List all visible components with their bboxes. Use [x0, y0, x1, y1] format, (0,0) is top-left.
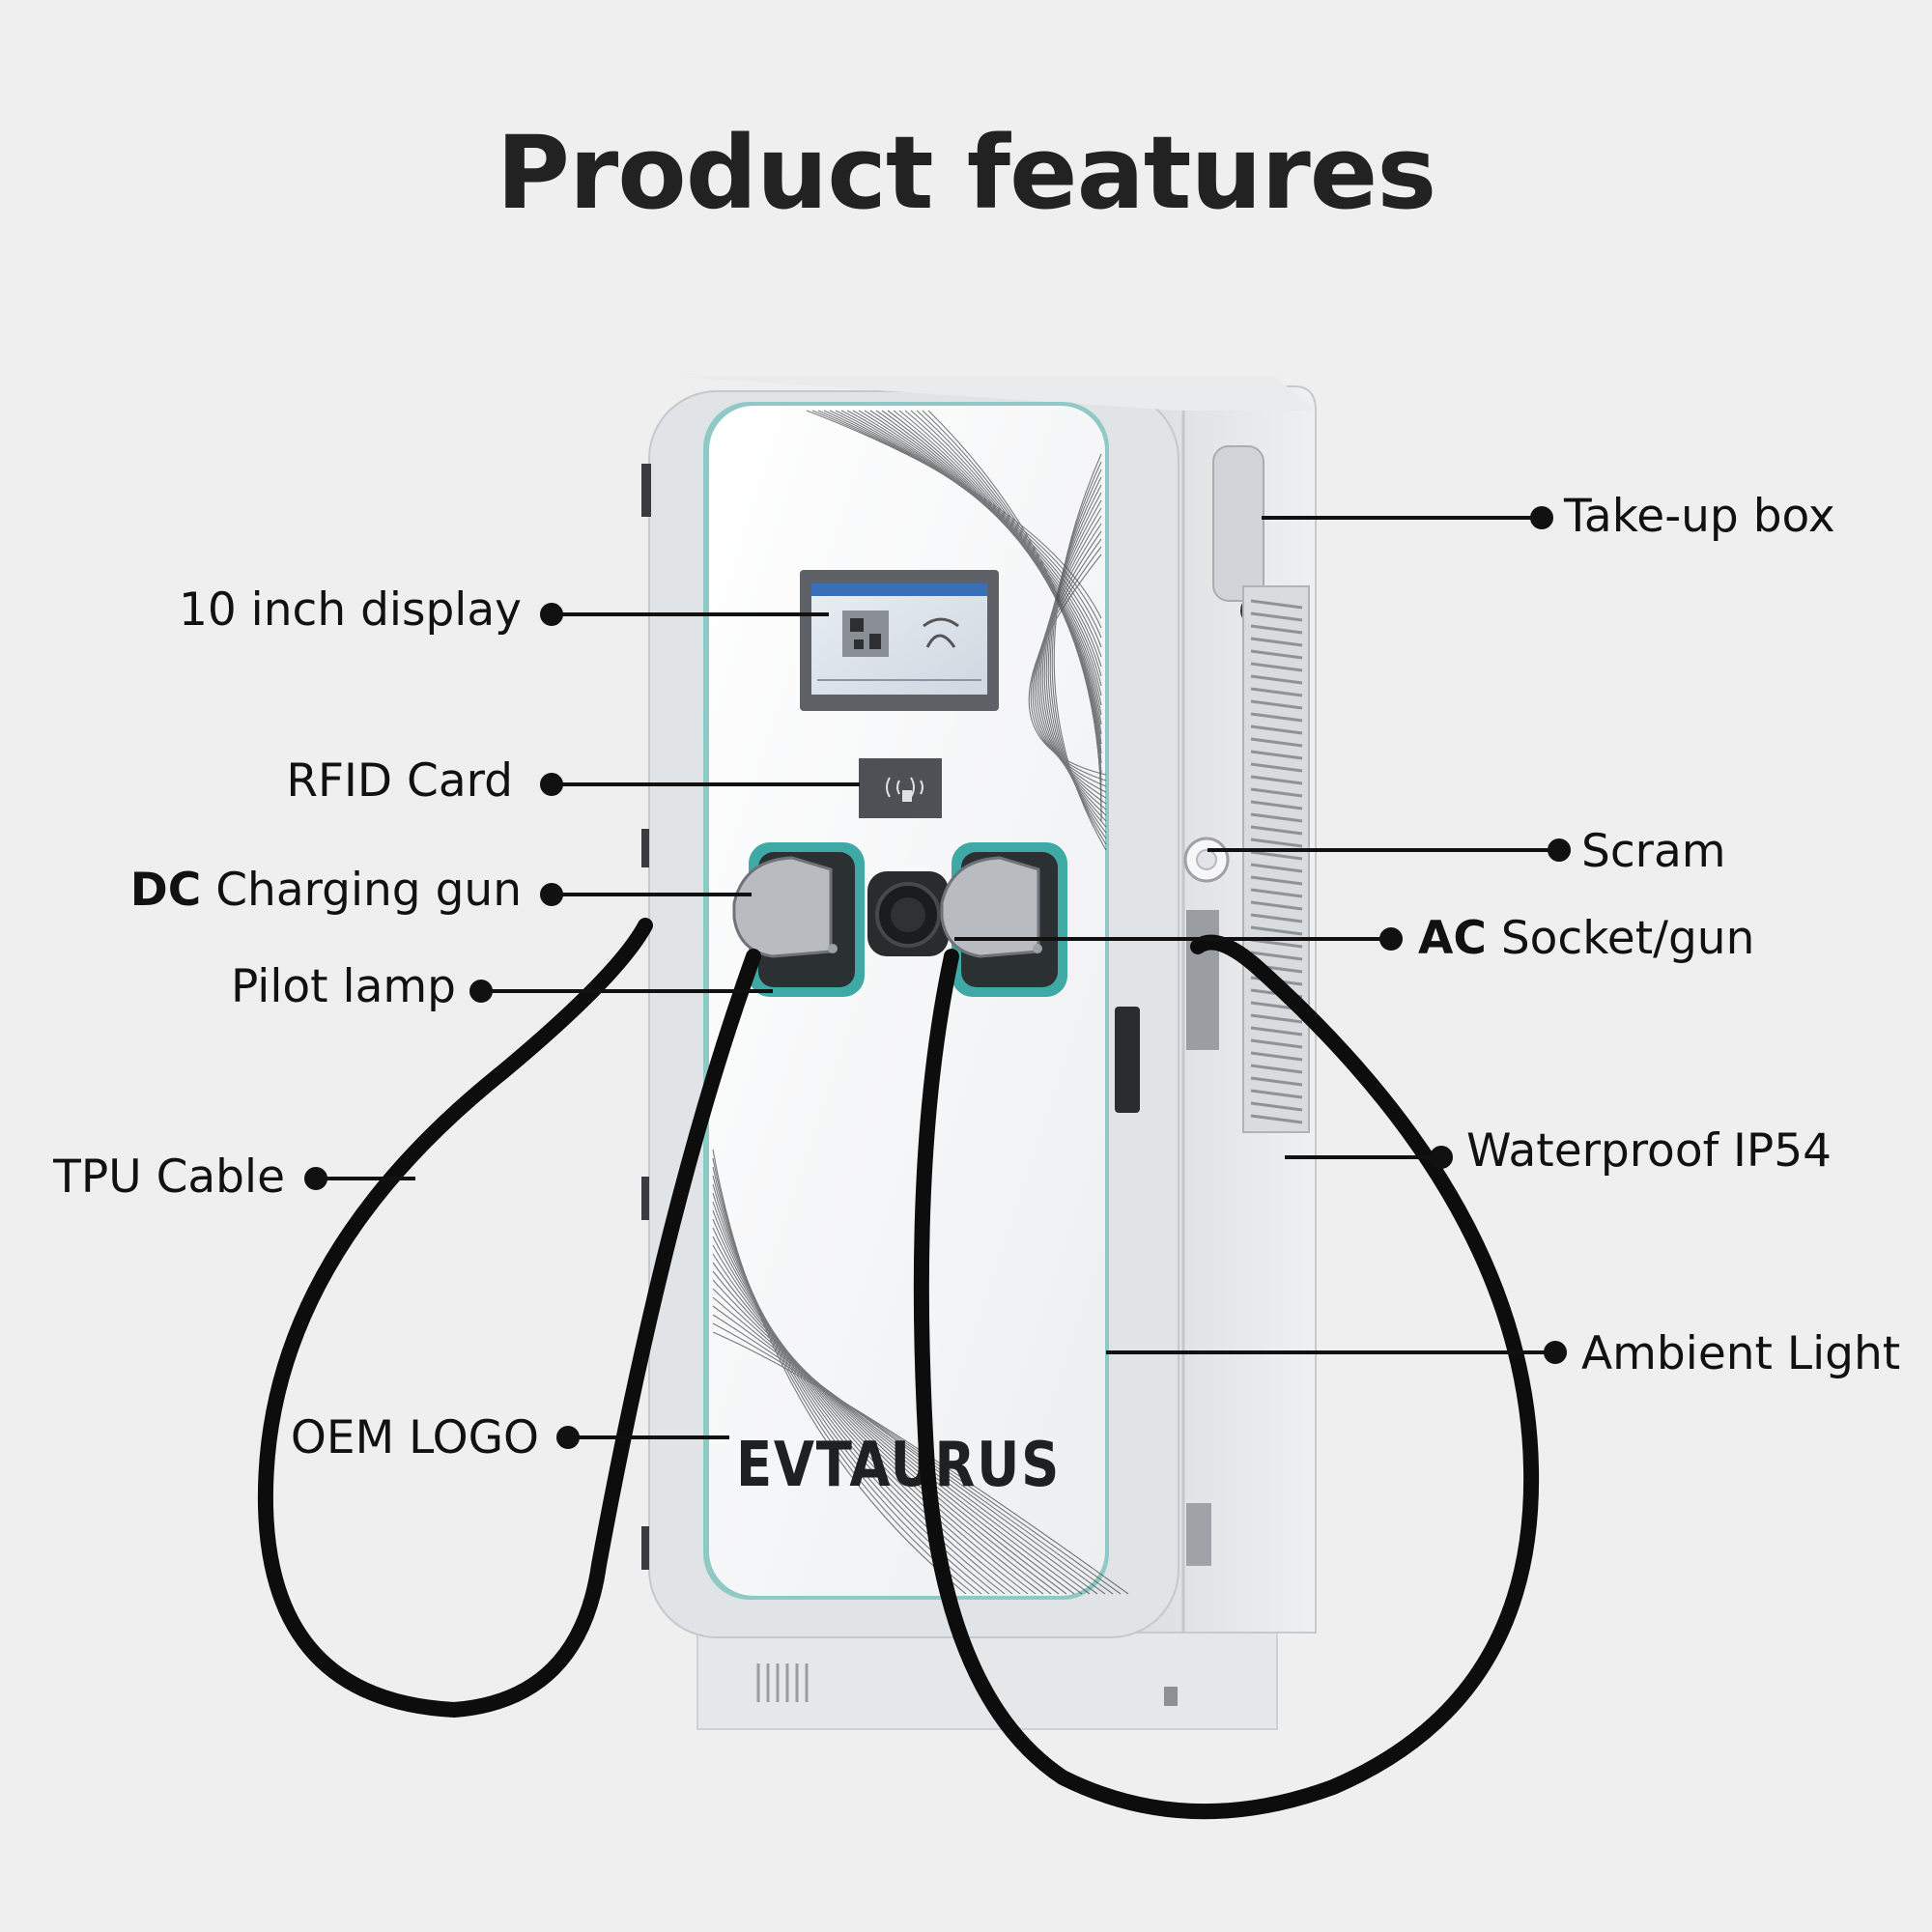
oem-logo-text: EVTAURUS: [736, 1430, 1061, 1501]
display-screen: [800, 570, 999, 711]
leader-lines: [304, 506, 1571, 1449]
callout-label: Waterproof IP54: [1466, 1124, 1833, 1178]
cables: [257, 918, 1540, 1820]
dc-gun-holster-right: [940, 842, 1067, 997]
callout-label: OEM LOGO: [290, 1411, 539, 1464]
callout-10-inch-display: 10 inch display: [179, 587, 522, 633]
callout-label: Socket/gun: [1486, 912, 1755, 965]
callout-dc-charging-gun: DC Charging gun: [130, 867, 522, 913]
callout-rfid-card: RFID Card: [286, 758, 513, 804]
callout-bold-prefix: DC: [129, 864, 202, 917]
callout-pilot-lamp: Pilot lamp: [231, 964, 456, 1009]
callout-waterproof-ip54: Waterproof IP54: [1466, 1128, 1832, 1174]
callout-tpu-cable: TPU Cable: [53, 1154, 285, 1200]
callout-oem-logo: OEM LOGO: [291, 1415, 539, 1461]
callout-label: Scram: [1581, 825, 1726, 878]
callout-label: TPU Cable: [53, 1151, 285, 1204]
callout-label: Pilot lamp: [230, 960, 456, 1013]
rfid-reader: [859, 758, 942, 818]
dc-gun-holster-left: [732, 842, 865, 997]
dc-cable-right: [913, 934, 1540, 1820]
callout-scram: Scram: [1581, 829, 1726, 874]
callout-label: Charging gun: [201, 864, 522, 917]
cabinet-front: [641, 377, 1316, 1638]
callout-ambient-light: Ambient Light: [1581, 1331, 1900, 1377]
callout-label: Ambient Light: [1581, 1327, 1901, 1380]
callout-label: Take-up box: [1564, 490, 1835, 543]
callout-bold-prefix: AC: [1418, 912, 1487, 965]
tpu-cable-left: [257, 918, 761, 1719]
callout-label: RFID Card: [286, 754, 513, 808]
callout-label: 10 inch display: [178, 583, 522, 637]
callout-ac-socket-gun: AC Socket/gun: [1418, 916, 1754, 961]
page-title: Product features: [496, 114, 1436, 232]
callout-take-up-box: Take-up box: [1564, 494, 1835, 539]
ac-socket-center: [867, 871, 949, 956]
